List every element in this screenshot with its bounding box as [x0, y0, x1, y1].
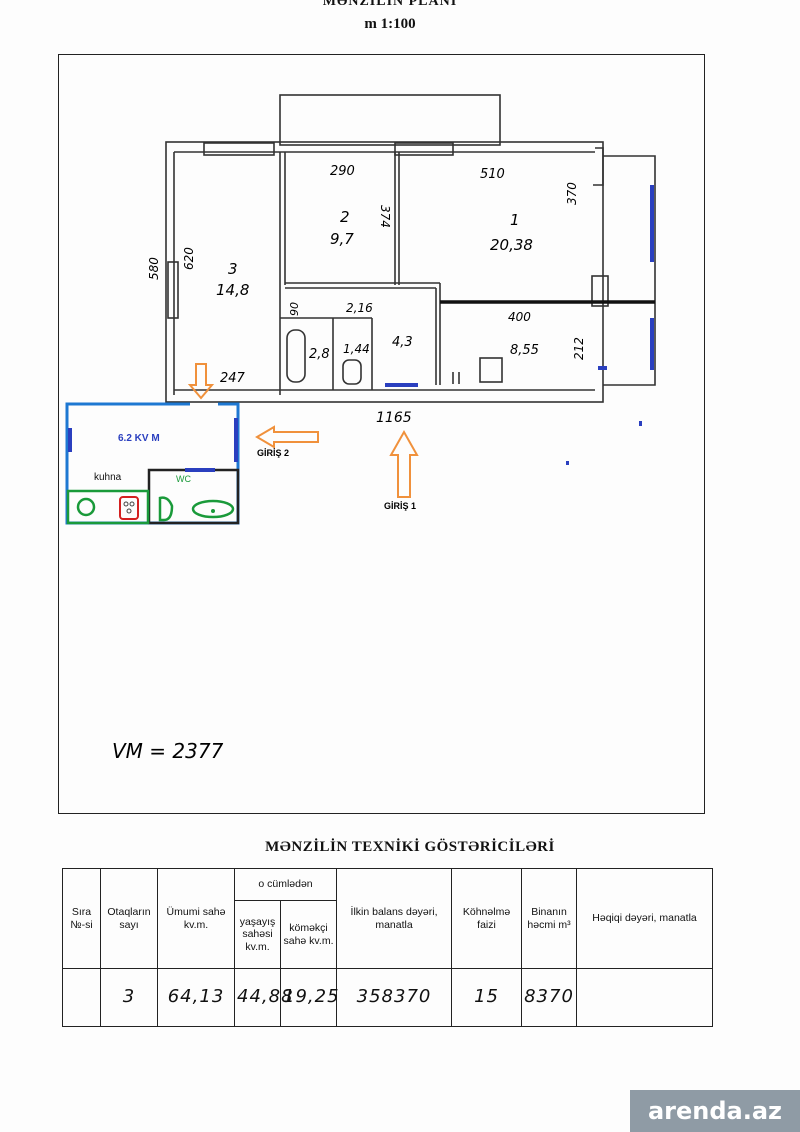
dim-290: 290 [330, 164, 355, 179]
kitchen-area: 8,55 [510, 343, 539, 358]
room-3-number: 3 [228, 260, 238, 278]
cell-ilkin: 358370 [336, 968, 453, 1027]
cell-otaqlar: 3 [100, 968, 158, 1027]
watermark: arenda.az [630, 1090, 800, 1132]
toilet-area: 1,44 [343, 342, 370, 356]
cell-binanin: 8370 [521, 968, 578, 1027]
cell-komekci: 19,25 [279, 968, 339, 1027]
bathroom-area: 2,8 [309, 347, 330, 362]
floor-plan: 1 20,38 2 9,7 3 14,8 2,8 1,44 4,3 8,55 2… [65, 94, 656, 763]
col-binanin: Binanın həcmi m³ [521, 868, 578, 969]
wc-label: WC [176, 474, 191, 484]
dim-620: 620 [182, 247, 196, 270]
col-sira: Sıra №-si [62, 868, 101, 969]
cell-kohnelme: 15 [451, 968, 523, 1027]
entrance-1-label: GİRİŞ 1 [384, 501, 416, 511]
col-otaqlar: Otaqların sayı [100, 868, 158, 969]
cell-heqiqi [576, 968, 714, 1027]
col-yasayis: yaşayış sahəsi kv.m. [234, 900, 281, 969]
tech-table: Sıra №-si Otaqların sayı Ümumi sahə kv.m… [62, 868, 714, 1027]
room-2-number: 2 [340, 208, 350, 226]
tech-title: MƏNZİLİN TEXNİKİ GÖSTƏRİCİLƏRİ [265, 839, 555, 855]
kitchen-label: kuhna [94, 472, 122, 483]
col-ilkin: İlkin balans dəyəri, manatla [336, 868, 453, 969]
room-3-area: 14,8 [216, 281, 249, 299]
col-umumi: Ümumi sahə kv.m. [157, 868, 235, 969]
dim-247: 247 [220, 371, 246, 386]
volume-note: VM = 2377 [112, 739, 224, 763]
room-1-number: 1 [510, 211, 520, 229]
dim-510: 510 [480, 167, 505, 182]
col-kohnelme: Köhnəlmə faizi [451, 868, 523, 969]
dim-1165: 1165 [376, 410, 412, 426]
dim-90: 90 [288, 302, 301, 316]
hall-area: 4,3 [392, 335, 413, 350]
dim-216: 2,16 [346, 301, 373, 315]
room-1-area: 20,38 [490, 236, 533, 254]
col-komekci: köməkçi sahə kv.m. [279, 900, 338, 969]
dim-370: 370 [565, 182, 579, 205]
dim-374: 374 [378, 205, 392, 228]
cell-sira [62, 968, 101, 1027]
dim-580: 580 [147, 257, 161, 280]
plan-scale: m 1:100 [364, 16, 416, 32]
entrance-2-label: GİRİŞ 2 [257, 448, 289, 458]
cell-umumi: 64,13 [157, 968, 235, 1027]
plan-title: MƏNZİLİN PLANI [322, 0, 458, 9]
plan-frame [58, 54, 705, 814]
annex-area-label: 6.2 KV M [118, 433, 160, 444]
cell-yasayis: 44,88 [234, 968, 293, 1027]
room-2-area: 9,7 [330, 230, 354, 248]
dim-212: 212 [572, 337, 586, 360]
col-heqiqi: Həqiqi dəyəri, manatla [576, 868, 714, 969]
table-row: 3 64,13 44,88 19,25 358370 15 8370 [62, 968, 714, 1027]
col-group: o cümlədən [233, 868, 338, 901]
dim-400: 400 [508, 310, 531, 324]
